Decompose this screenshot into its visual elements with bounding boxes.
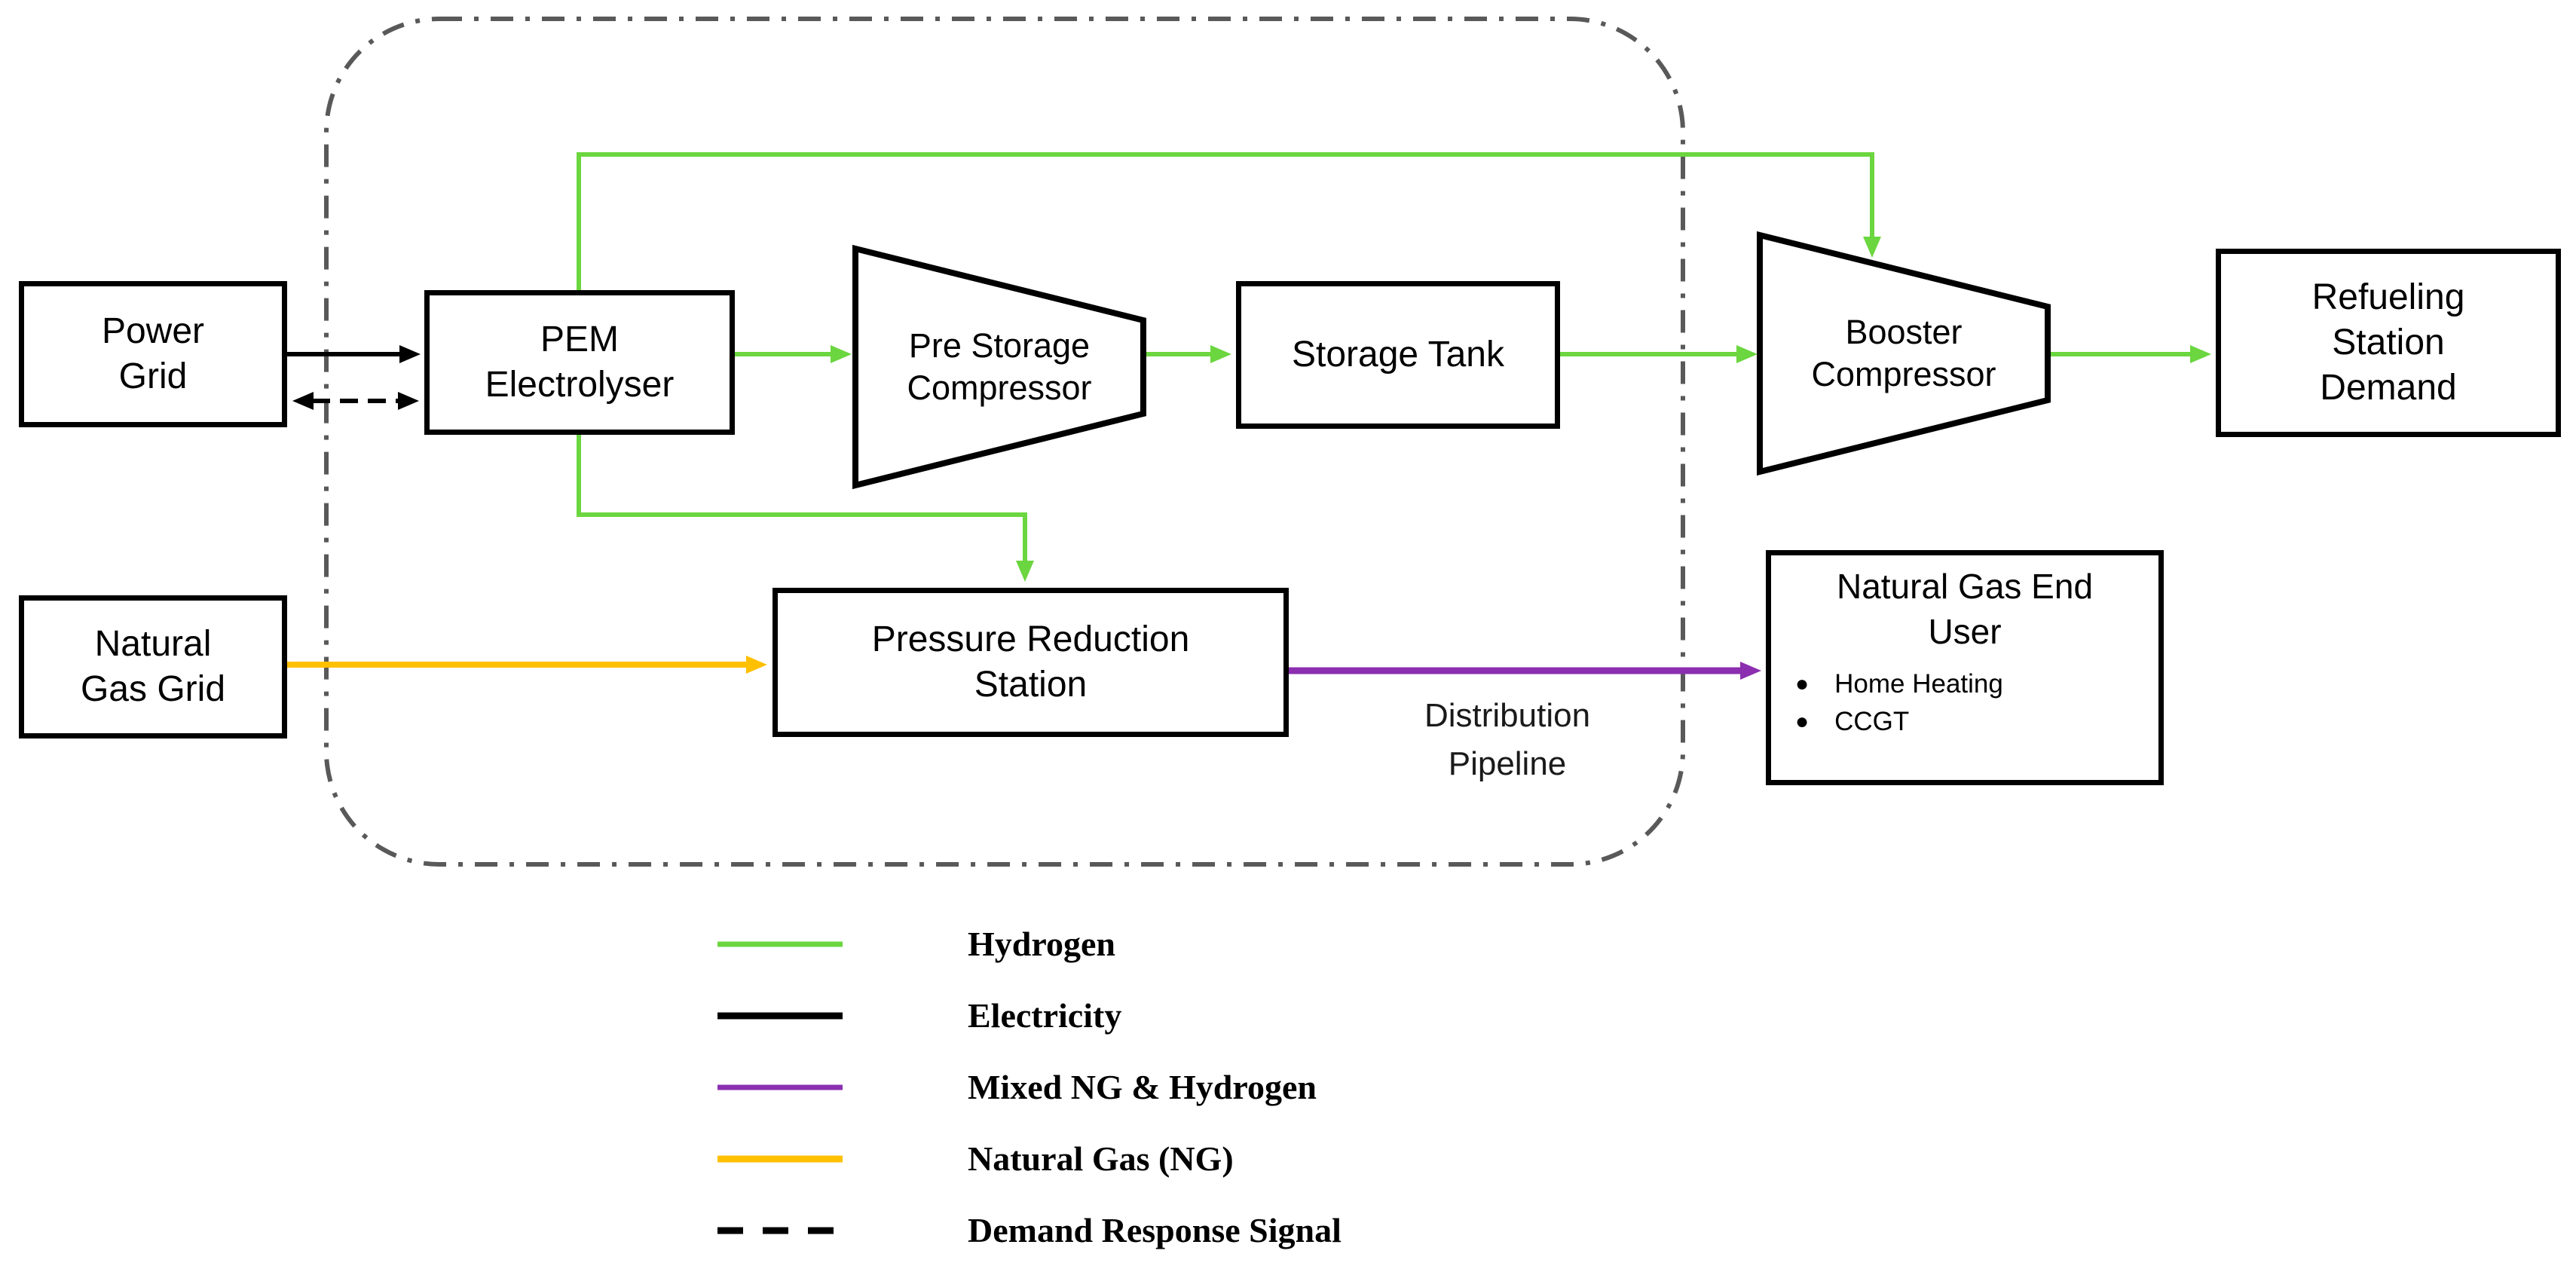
pem-electrolyser-box: PEM Electrolyser bbox=[424, 290, 735, 435]
legend-row-mixed: Mixed NG & Hydrogen bbox=[716, 1051, 1342, 1123]
demand-response-line-sample bbox=[717, 1227, 843, 1234]
storage-tank-box: Storage Tank bbox=[1236, 281, 1560, 429]
legend-label-electricity: Electricity bbox=[968, 996, 1122, 1035]
bullet-icon: ● bbox=[1795, 671, 1810, 696]
electricity-line-sample bbox=[717, 1012, 843, 1019]
legend-row-hydrogen: Hydrogen bbox=[716, 908, 1342, 980]
pressure-reduction-station-box: Pressure Reduction Station bbox=[772, 588, 1289, 737]
legend-row-electricity: Electricity bbox=[716, 980, 1342, 1051]
power-grid-box: Power Grid bbox=[19, 281, 287, 427]
legend-label-mixed: Mixed NG & Hydrogen bbox=[968, 1068, 1317, 1106]
legend-row-natural-gas: Natural Gas (NG) bbox=[716, 1123, 1342, 1194]
bullet-icon: ● bbox=[1795, 709, 1810, 735]
natural-gas-end-user-title: Natural Gas End User bbox=[1836, 567, 2094, 651]
pre-storage-compressor-shape bbox=[852, 244, 1146, 490]
system-boundary-box bbox=[324, 17, 1685, 867]
arrow-hydrogen-pem-to-pressure-reduction bbox=[577, 433, 1034, 582]
arrow-hydrogen-pem-top-to-booster bbox=[577, 152, 1881, 290]
bullet-item: ● CCGT bbox=[1785, 703, 2145, 742]
refueling-station-demand-box: Refueling Station Demand bbox=[2216, 249, 2561, 437]
legend-label-demand-response: Demand Response Signal bbox=[968, 1211, 1342, 1249]
bullet-text: CCGT bbox=[1834, 707, 1910, 737]
hydrogen-line-sample bbox=[717, 941, 843, 946]
bullet-item: ● Home Heating bbox=[1785, 665, 2145, 704]
bullet-text: Home Heating bbox=[1834, 668, 2003, 699]
booster-compressor-shape bbox=[1757, 231, 2051, 476]
natural-gas-line-sample bbox=[717, 1155, 843, 1162]
legend-label-natural-gas: Natural Gas (NG) bbox=[968, 1139, 1234, 1178]
mixed-ng-hydrogen-line-sample bbox=[717, 1084, 843, 1090]
legend: Hydrogen Electricity Mixed NG & Hydrogen… bbox=[716, 908, 1342, 1266]
natural-gas-end-user-bullets: ● Home Heating ● CCGT bbox=[1785, 665, 2145, 742]
natural-gas-end-user-box: Natural Gas End User ● Home Heating ● CC… bbox=[1766, 550, 2164, 785]
distribution-pipeline-label: Distribution Pipeline bbox=[1424, 697, 1591, 782]
legend-label-hydrogen: Hydrogen bbox=[968, 925, 1115, 963]
legend-row-demand-response: Demand Response Signal bbox=[716, 1194, 1342, 1266]
natural-gas-grid-box: Natural Gas Grid bbox=[19, 595, 287, 738]
